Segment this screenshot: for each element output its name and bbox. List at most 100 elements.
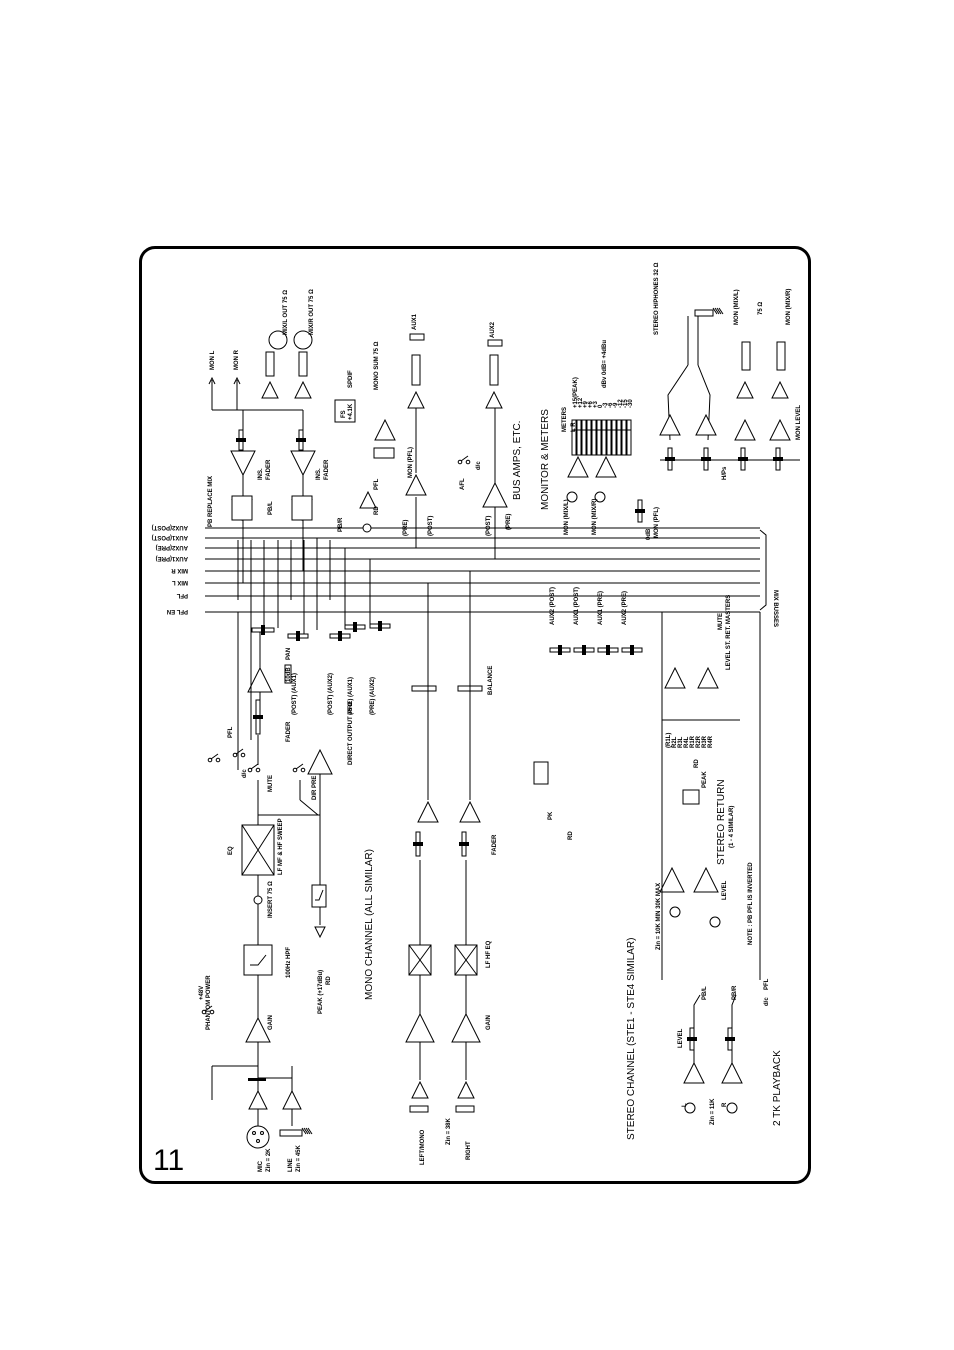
meter-segment bbox=[591, 429, 597, 456]
mon-pfl-meter-label: MON (PFL) bbox=[654, 507, 660, 538]
playback-amp-r bbox=[721, 1061, 743, 1084]
aux1-post-label: (POST) bbox=[428, 516, 434, 536]
pfl-label: PFL bbox=[228, 726, 234, 738]
direct-output-label: DIRECT OUTPUT 75 Ω bbox=[348, 701, 354, 765]
meter-scale-label: +6 bbox=[588, 400, 594, 408]
meter-segment bbox=[611, 429, 617, 456]
mix-r-out-label: MIX/R OUT 75 Ω bbox=[309, 289, 315, 335]
afl-label: AFL bbox=[460, 478, 466, 490]
meter-segment bbox=[616, 429, 622, 456]
st-return-peak-block bbox=[682, 789, 700, 805]
meter-scale-label: -6 bbox=[608, 402, 614, 408]
fader-knob bbox=[296, 438, 306, 442]
stereo-r-input-amp bbox=[457, 1080, 475, 1099]
aux-send-label: (POST) (AUX2) bbox=[328, 673, 334, 715]
mon-l-out-amp bbox=[736, 380, 754, 399]
switch-arm bbox=[250, 763, 259, 770]
line-preamp bbox=[282, 1089, 302, 1110]
fs-value-label: +4.1K bbox=[348, 403, 354, 420]
fader-knob bbox=[459, 842, 469, 846]
wire bbox=[693, 994, 701, 1028]
meter-segment bbox=[621, 429, 627, 456]
switch-contact bbox=[209, 1009, 215, 1015]
stereo-aux-send-label: AUX1 (POST) bbox=[574, 587, 580, 625]
mic-preamp bbox=[248, 1089, 268, 1110]
phantom-switch bbox=[201, 1009, 207, 1015]
note-label: NOTE : PB PFL IS INVERTED bbox=[748, 862, 754, 945]
aux2-post-label: (POST) bbox=[486, 516, 492, 536]
st-master-amp-r bbox=[697, 666, 719, 689]
meter-scale-label: +12 bbox=[578, 397, 584, 408]
stereo-rd-label: RD bbox=[568, 831, 574, 840]
stereo-aux-send-label: AUX2 (PRE) bbox=[622, 591, 628, 625]
meter-scale-label: -3 bbox=[603, 402, 609, 408]
peak-led-symbol bbox=[314, 926, 326, 939]
pfl-led bbox=[362, 523, 372, 533]
coupling-capacitor bbox=[248, 1078, 266, 1081]
meter-segment bbox=[581, 429, 587, 456]
fader-knob bbox=[635, 509, 645, 513]
playback-l-label: L bbox=[682, 1103, 688, 1107]
wire bbox=[258, 1066, 293, 1079]
pot-wiper bbox=[606, 645, 610, 655]
mon-r-drive-amp bbox=[769, 418, 791, 441]
hp-l-amp bbox=[659, 413, 681, 436]
stereo-return-sub-title: (1 - 4 SIMILAR) bbox=[729, 806, 735, 848]
st-master-amp-l bbox=[664, 666, 686, 689]
page-frame bbox=[139, 246, 811, 1184]
bus-label: AUX1(POST) bbox=[152, 534, 188, 540]
bus-label: AUX2(POST) bbox=[152, 524, 188, 530]
fader-knob bbox=[253, 715, 263, 719]
stereo-pk-label: PK bbox=[548, 811, 554, 820]
mix-l-ins-block bbox=[231, 495, 253, 521]
switch-arm bbox=[295, 763, 304, 770]
dir-pre-label: DIR PRE bbox=[312, 776, 318, 800]
stereo-r-jack bbox=[455, 1105, 475, 1113]
eq-label: EQ bbox=[228, 846, 234, 855]
phantom-voltage-label: +48V bbox=[199, 986, 205, 1000]
headphone-jack bbox=[694, 309, 714, 317]
fader-knob bbox=[738, 457, 748, 461]
fs-block bbox=[334, 399, 356, 423]
eq-cross bbox=[454, 944, 478, 976]
meter-l-buffer bbox=[566, 491, 578, 503]
dc-label: d/c bbox=[242, 769, 248, 778]
line-label: LINE bbox=[288, 1158, 294, 1172]
pot-wiper bbox=[558, 645, 562, 655]
ground-hatch bbox=[718, 307, 724, 315]
arrow-head bbox=[208, 376, 216, 385]
aux2-label: AUX2 bbox=[490, 321, 496, 338]
st-return-route-label: (R1L) bbox=[666, 733, 672, 748]
insert-label: INSERT 75 Ω bbox=[268, 881, 274, 918]
st-return-amp-r bbox=[693, 866, 719, 893]
st-return-route-label: R4L bbox=[684, 736, 690, 748]
fs-label: FS bbox=[341, 410, 347, 418]
meter-segment bbox=[586, 429, 592, 456]
fader-knob bbox=[701, 457, 711, 461]
stereo-gain-label: GAIN bbox=[486, 1015, 492, 1030]
ins-l-label: INS. bbox=[258, 468, 264, 480]
peak-detector-block bbox=[311, 884, 327, 908]
st-return-rd-label: RD bbox=[694, 759, 700, 768]
db0-label: 0dB bbox=[646, 528, 652, 540]
mix-r-out-amp bbox=[294, 380, 312, 399]
mon-mixl-label: MON (MIX/L) bbox=[564, 499, 570, 535]
meter-r-amp bbox=[595, 455, 617, 478]
pot-wiper bbox=[630, 645, 634, 655]
meter-segment bbox=[626, 429, 632, 456]
stereo-aux-send-label: AUX2 (POST) bbox=[550, 587, 556, 625]
gain-label: GAIN bbox=[268, 1015, 274, 1030]
stereo-r-fader-amp bbox=[459, 800, 481, 823]
st-return-route-label: R2L bbox=[672, 736, 678, 748]
meters-lr-label: L R bbox=[571, 422, 577, 432]
meter-segment bbox=[576, 429, 582, 456]
direct-output-amp bbox=[307, 748, 333, 775]
eq-cross bbox=[408, 944, 432, 976]
pot-wiper bbox=[296, 631, 300, 641]
bus-label: AUX2(PRE) bbox=[156, 544, 188, 550]
playback-r-label: R bbox=[722, 1102, 728, 1107]
fader-knob bbox=[236, 438, 246, 442]
xlr-pin bbox=[256, 1139, 260, 1143]
mon-ohm-label: 75 Ω bbox=[758, 302, 764, 315]
meter-scale-label: +9 bbox=[583, 400, 589, 408]
